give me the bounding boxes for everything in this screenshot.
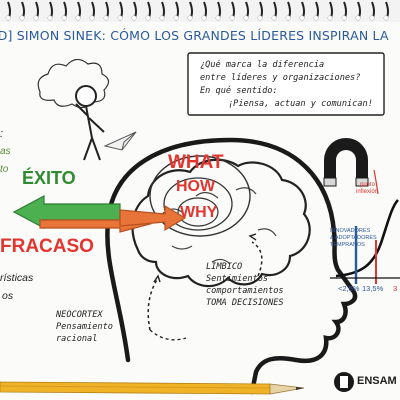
adoption-curve-chart	[330, 199, 400, 284]
why-label: WHY	[180, 204, 218, 221]
left-fragment-3: to	[0, 164, 9, 175]
brand-name[interactable]: ENSAM	[357, 375, 397, 387]
left-fragment-2: as	[0, 146, 11, 157]
neocortex-line-3: racional	[56, 334, 98, 344]
success-failure-arrow	[12, 195, 187, 233]
limbic-line-3: comportamientos	[206, 286, 284, 296]
left-fragment-4: rísticas	[0, 272, 34, 284]
segment-label-3: TEMPRANOS	[330, 242, 365, 248]
left-fragment-1: :	[0, 128, 4, 140]
question-line-3: En qué sentido:	[200, 86, 278, 96]
head-silhouette	[105, 137, 358, 395]
question-box	[187, 52, 385, 116]
peak-label-2: inflexión	[356, 189, 379, 195]
paper-plane-icon	[103, 131, 137, 151]
left-fragment-5: os	[2, 290, 14, 302]
question-line-1: ¿Qué marca la diferencia	[200, 60, 325, 70]
failure-label: FRACASO	[0, 236, 94, 257]
limbic-title: LÍMBICO	[206, 262, 243, 272]
page-title-text: [Visual TED] SIMON SINEK: CÓMO LOS GRAND…	[0, 28, 389, 43]
how-label: HOW	[176, 178, 216, 195]
question-line-4: ¡Piensa, actuan y comunican!	[228, 99, 373, 109]
what-label: WHAT	[168, 152, 224, 173]
success-label: ÉXITO	[22, 168, 76, 188]
peak-label-1: punto	[360, 182, 376, 188]
thought-cloud	[37, 58, 110, 109]
pct-label-3: 3	[393, 284, 398, 293]
how-circle	[163, 177, 233, 231]
question-line-2: entre líderes y organizaciones?	[200, 73, 361, 83]
brand-logo-icon	[334, 372, 354, 392]
limbic-line-4: TOMA DECISIONES	[206, 298, 284, 308]
what-circle	[149, 155, 251, 237]
brain-outline	[131, 158, 311, 288]
thinking-person-icon	[75, 85, 105, 161]
magnet-icon	[323, 138, 369, 187]
pencil-icon	[0, 381, 305, 395]
segment-label-1: INNOVADORES	[330, 228, 371, 234]
pct-label-1: <2,5%	[338, 284, 360, 293]
limbic-line-2: Sentimientos	[206, 274, 269, 284]
neocortex-line-2: Pensamiento	[56, 322, 113, 332]
spiral-binding-icon	[0, 0, 400, 22]
pct-label-2: 13,5%	[362, 284, 384, 293]
neocortex-title: NEOCORTEX	[56, 310, 103, 320]
why-circle	[177, 197, 219, 227]
page-title: [Visual TED] SIMON SINEK: CÓMO LOS GRAND…	[0, 28, 400, 48]
segment-label-2: & ADOPTADORES	[330, 235, 377, 241]
